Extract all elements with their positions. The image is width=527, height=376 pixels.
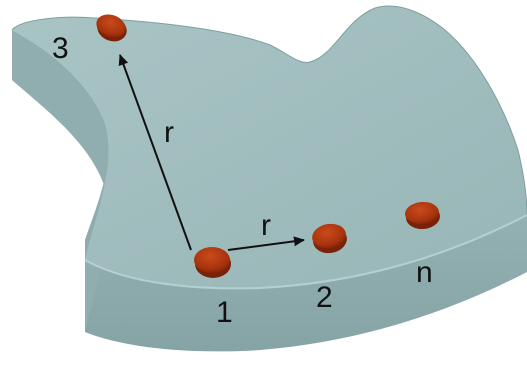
site-1-label: 1 — [216, 296, 233, 329]
distance-to-3-label: r — [164, 116, 174, 149]
site-2-label: 2 — [316, 281, 333, 314]
site-n-label: n — [416, 256, 433, 289]
site-3-label: 3 — [52, 32, 69, 65]
distance-to-2-label: r — [261, 209, 271, 242]
